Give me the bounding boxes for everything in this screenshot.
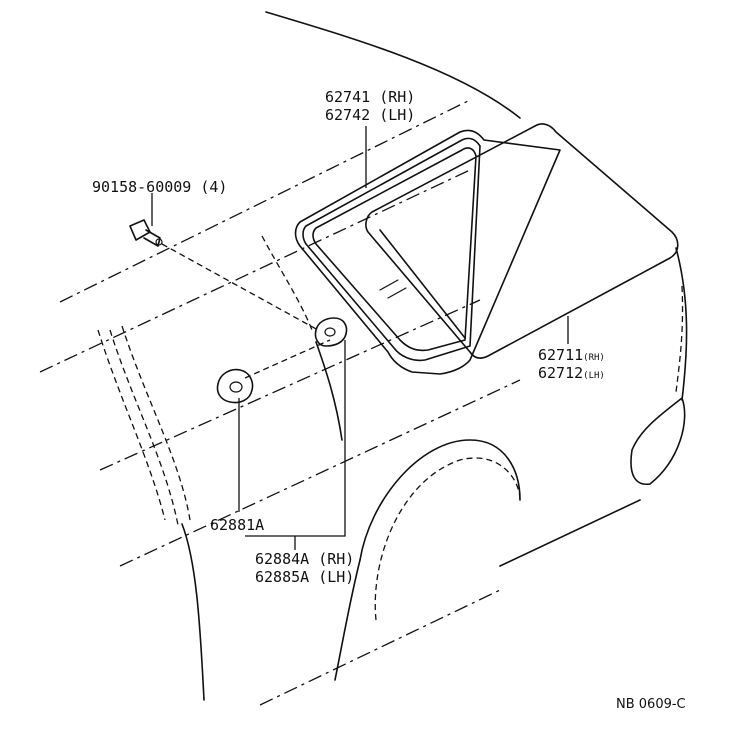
label-molding-lh: 62742 (LH)	[325, 106, 415, 124]
beltline-upper	[59, 99, 471, 303]
clip-guide-line	[244, 339, 331, 379]
molding-mid	[302, 137, 481, 362]
screw-part	[129, 219, 163, 247]
rear-body-curve	[675, 247, 688, 401]
reference-code: NB 0609-C	[616, 697, 686, 712]
lower-line	[259, 589, 501, 706]
pillar-line-1	[97, 329, 166, 521]
rear-bumper	[630, 397, 686, 485]
pillar-line-4	[261, 235, 313, 331]
pillar-line-3	[121, 325, 191, 521]
rear-hidden-line	[675, 285, 684, 393]
clip-part	[216, 368, 254, 404]
lower-body-line	[334, 559, 361, 681]
label-retainer-lh: 62885A (LH)	[255, 568, 354, 586]
quarter-panel-curve	[315, 341, 343, 441]
pillar-solid	[181, 523, 205, 701]
screw-guide-line	[161, 243, 319, 331]
label-glass-lh: 62712(LH)	[538, 364, 605, 382]
glass-mark-2	[387, 287, 407, 299]
glass-mark-1	[379, 279, 399, 291]
rocker-line	[499, 499, 641, 567]
label-glass-rh: 62711(RH)	[538, 346, 605, 364]
label-retainer-rh: 62884A (RH)	[255, 550, 354, 568]
molding-outer	[294, 129, 561, 375]
glass-inner-edge	[379, 229, 466, 339]
wheel-arch-inner	[374, 457, 521, 621]
retainer-part	[314, 317, 348, 347]
pillar-line-2	[109, 329, 179, 526]
mid-line	[99, 299, 481, 471]
beltline-lower	[39, 169, 471, 373]
label-clip: 62881A	[210, 516, 264, 534]
leader-retainer	[245, 340, 346, 537]
roof-line	[265, 11, 521, 119]
quarter-glass	[365, 123, 679, 359]
wheel-arch-outer	[359, 439, 521, 561]
sill-line	[119, 379, 521, 567]
label-molding-rh: 62741 (RH)	[325, 88, 415, 106]
molding-inner	[312, 147, 477, 352]
label-screw: 90158-60009 (4)	[92, 178, 227, 196]
